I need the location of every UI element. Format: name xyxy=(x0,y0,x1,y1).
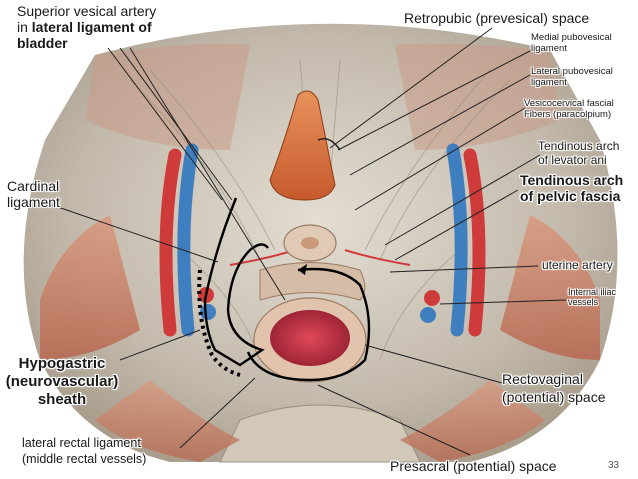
label-lateral-rectal-ligament: lateral rectal ligament(middle rectal ve… xyxy=(22,436,147,466)
label-hypogastric-sheath: Hypogastric(neurovascular)sheath xyxy=(5,355,119,408)
label-superior-vesical-artery: Superior vesical artery in lateral ligam… xyxy=(17,3,157,52)
label-uterine-artery: uterine artery xyxy=(542,258,613,272)
rectum-lumen xyxy=(270,310,350,366)
obturator-muscle-left xyxy=(40,215,140,360)
rectovaginal-arrow-head xyxy=(298,264,307,275)
cervix-os xyxy=(301,237,319,249)
leader-lines xyxy=(51,27,567,456)
external-artery-left xyxy=(159,148,182,337)
external-artery-right xyxy=(463,148,486,337)
rectovaginal-space-outline xyxy=(246,267,371,382)
hypogastric-sheath-dotted xyxy=(197,269,241,377)
page-number: 33 xyxy=(608,460,620,471)
upper-muscle-right xyxy=(395,43,560,151)
internal-iliac-vein-right xyxy=(420,307,436,323)
obturator-muscle-right xyxy=(500,215,600,360)
label-presacral-space: Presacral (potential) space xyxy=(390,458,557,474)
sacrum xyxy=(219,404,421,463)
bottom-muscle-left xyxy=(95,380,240,462)
pubovesical-ligament xyxy=(317,138,341,151)
label-rectovaginal-space: Rectovaginal(potential) space xyxy=(502,371,606,406)
uterine-artery-vessel xyxy=(344,249,411,266)
internal-iliac-artery-right xyxy=(424,290,440,306)
hypogastric-sheath-outline xyxy=(203,197,269,367)
external-vein-left xyxy=(177,143,199,337)
label-retropubic-space: Retropubic (prevesical) space xyxy=(404,10,590,26)
bottom-muscle-right xyxy=(400,380,545,462)
upper-muscle-left xyxy=(85,43,250,150)
bladder xyxy=(269,90,336,201)
external-vein-right xyxy=(446,143,468,337)
